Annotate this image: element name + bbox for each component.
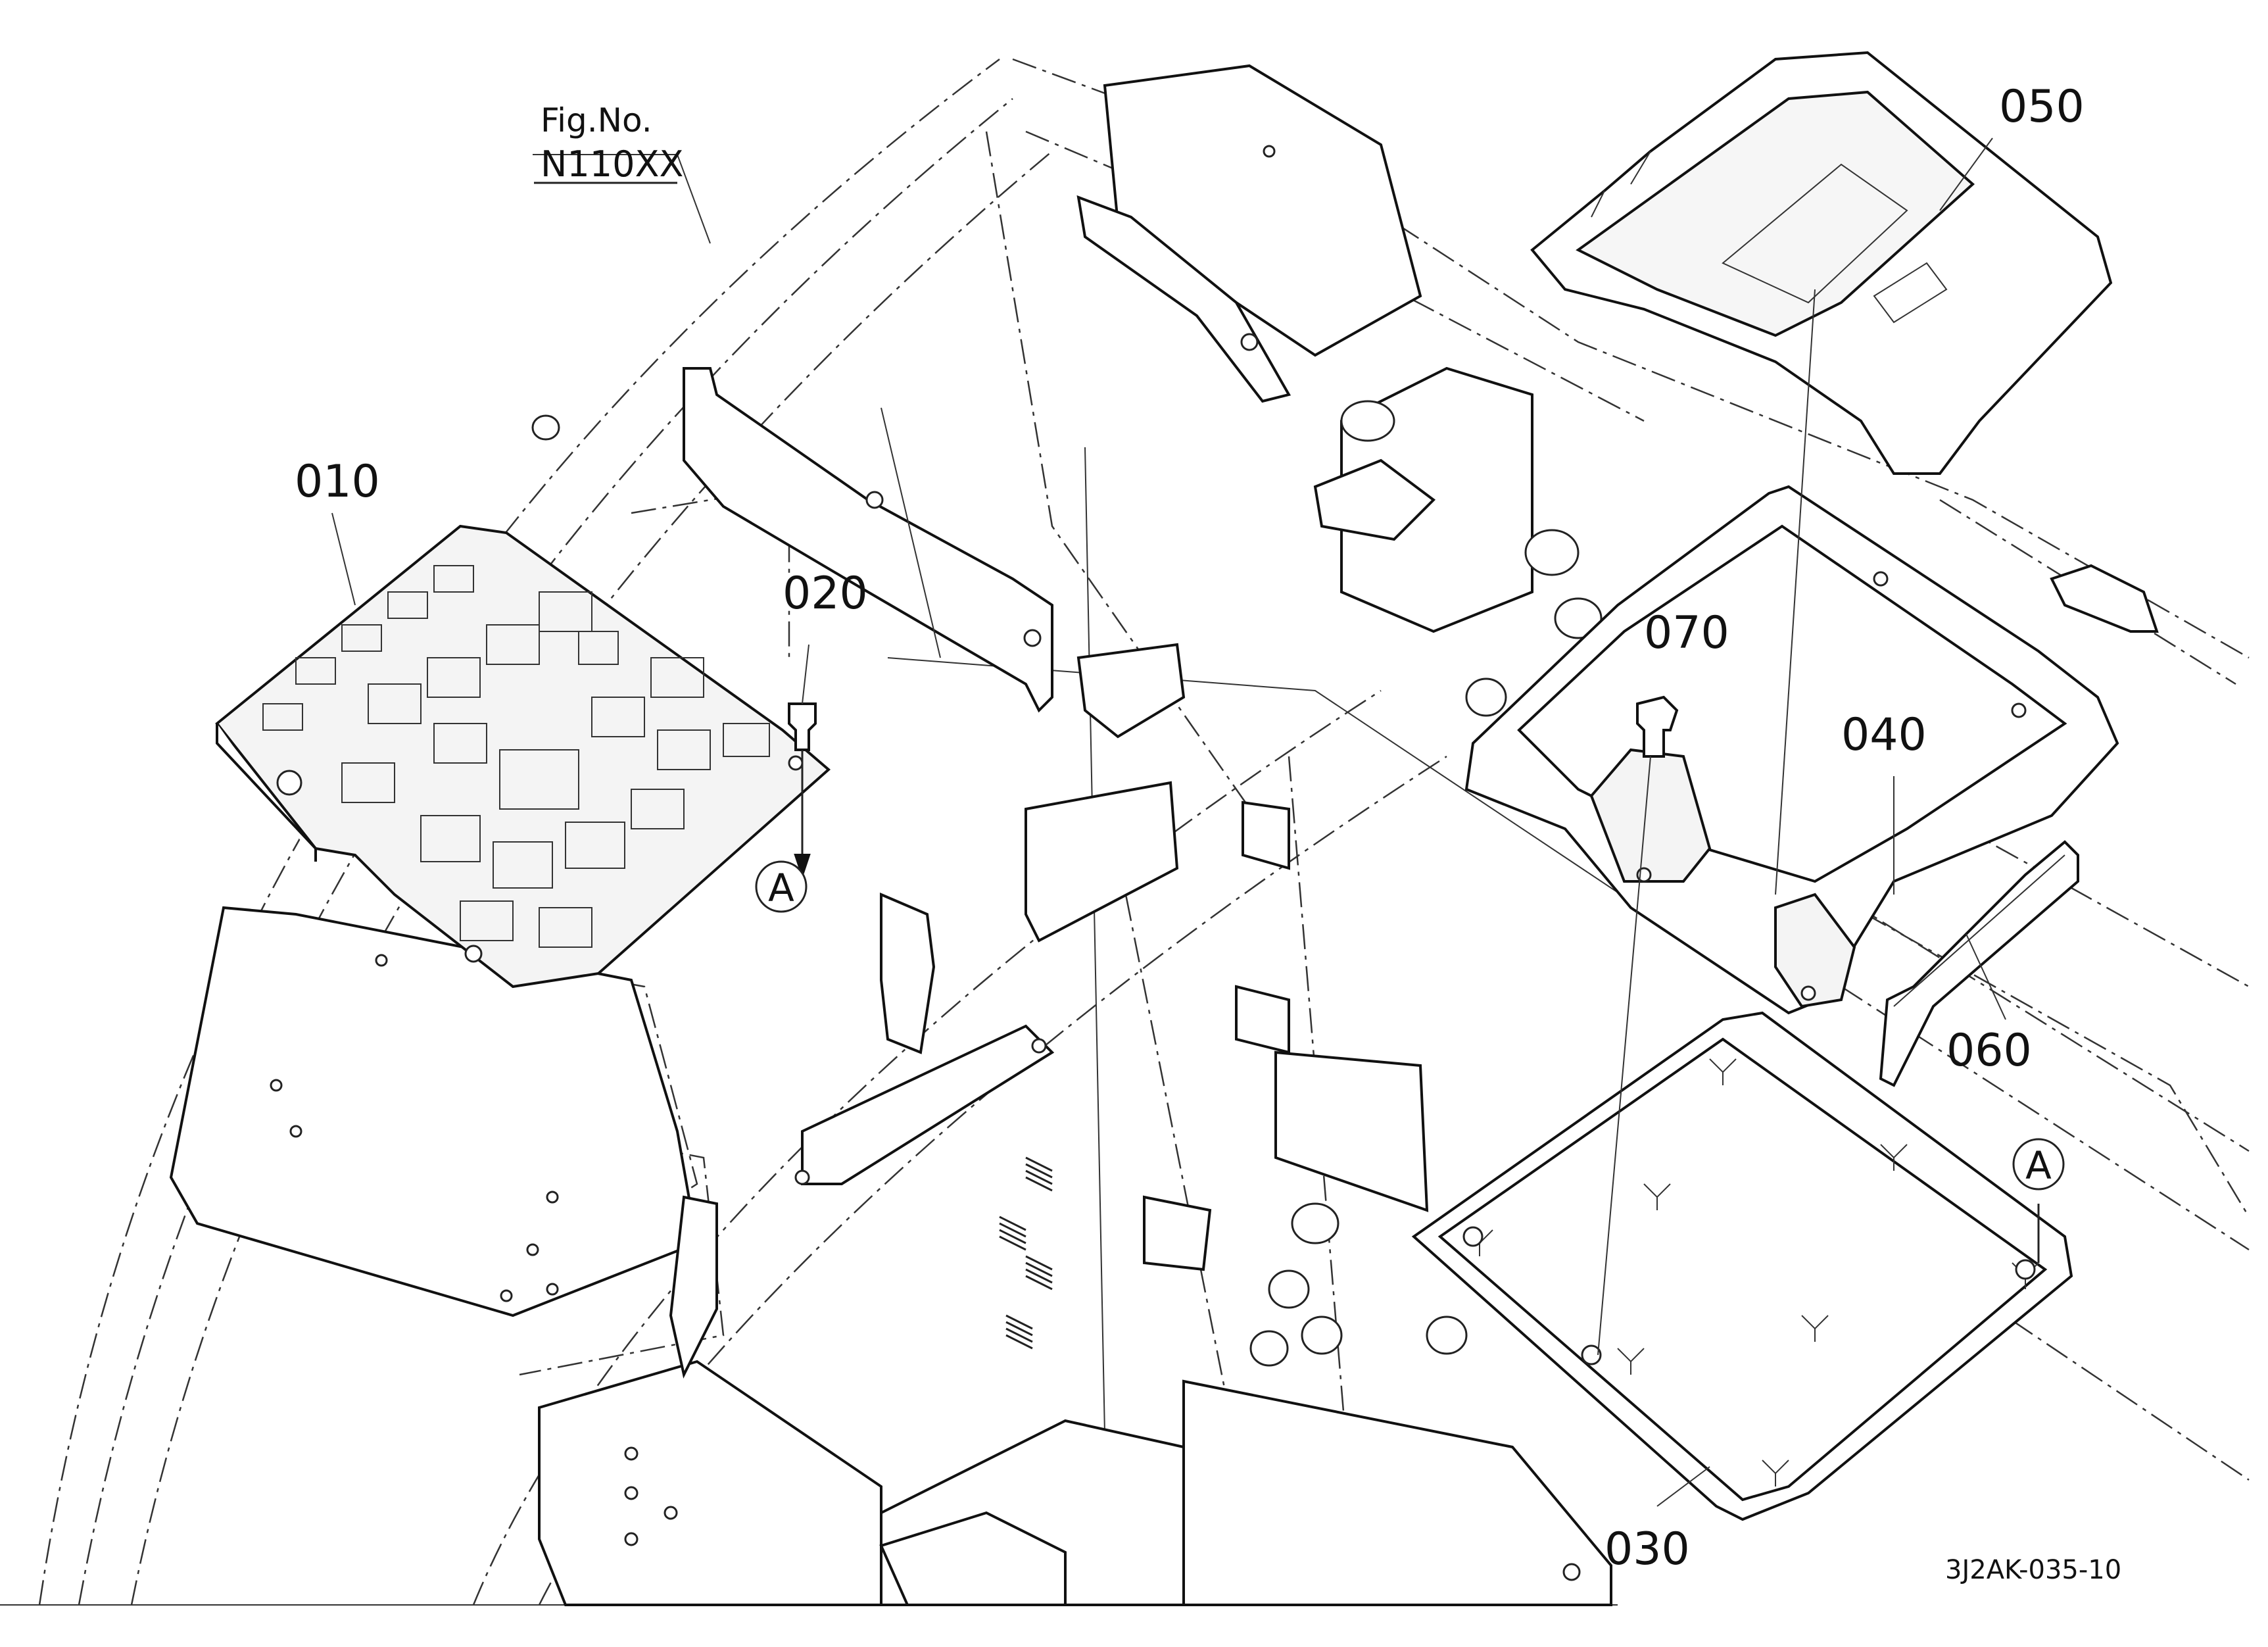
frame-bracket-top [1076,64,1422,403]
small-brackets [669,643,1429,1379]
callout-010: 010 [295,456,380,508]
marker-a-left: A [755,860,808,913]
callout-060: 060 [1946,1025,2032,1077]
spring-group [999,1156,1053,1350]
marker-a-left-text: A [768,866,794,910]
top-cover-050 [1530,51,2113,475]
circuit-board-010 [215,524,831,989]
base-tray-030 [1411,1011,2073,1521]
marker-a-right-text: A [2025,1143,2052,1188]
side-plate-left [169,906,699,1317]
bolt-070 [1597,695,1679,1356]
rear-clip [2050,564,2159,633]
fig-ref-number: N110XX [541,143,683,185]
leader-lines [331,137,2040,1507]
frame-040 [1464,485,2119,1015]
callout-030: 030 [1604,1523,1690,1575]
drawing-id: 3J2AK-035-10 [1945,1555,2121,1585]
callout-040: 040 [1841,709,1927,761]
callout-020: 020 [783,568,868,620]
fig-ref-label: Fig.No. [541,101,652,139]
lower-frame-left [538,1360,1612,1606]
frame-pillar [1313,366,1533,633]
callout-070: 070 [1644,607,1729,659]
marker-a-right: A [2012,1138,2065,1191]
frame-bracket-upper [683,367,1053,713]
callout-050: 050 [1999,81,2085,133]
screw-020 [788,702,817,879]
floor-holes [531,414,1603,1367]
